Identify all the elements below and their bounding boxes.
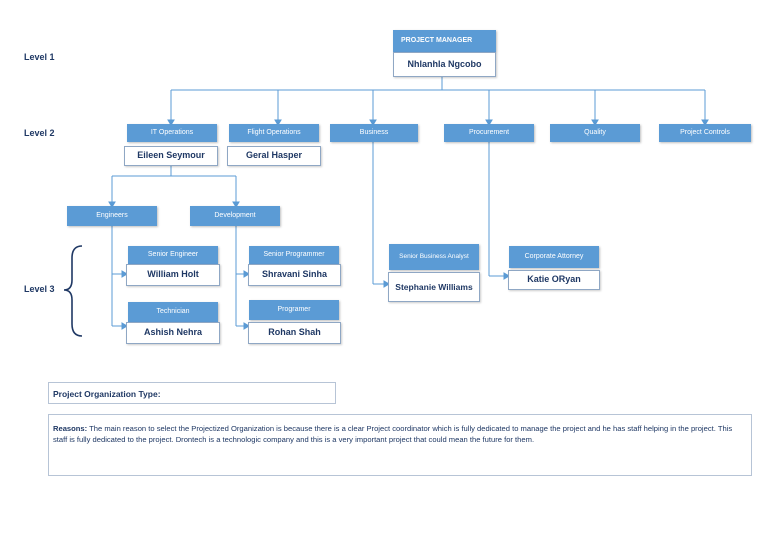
dept-flight-operations-title: Flight Operations [229,124,319,142]
dept-business-title: Business [330,124,418,142]
level-3-label: Level 3 [24,284,55,294]
role-senior-programmer-title: Senior Programmer [249,246,339,264]
dept-project-controls-title: Project Controls [659,124,751,142]
reasons-label: Reasons: [53,424,88,433]
level-2-label: Level 2 [24,128,55,138]
reasons-box: Reasons: The main reason to select the P… [48,414,752,476]
level-1-label: Level 1 [24,52,55,62]
group-development-title: Development [190,206,280,226]
role-corporate-attorney-title: Corporate Attorney [509,246,599,268]
role-programmer-name: Rohan Shah [248,322,341,344]
role-senior-business-analyst-title: Senior Business Analyst [389,244,479,270]
role-technician-title: Technician [128,302,218,322]
role-senior-engineer-name: William Holt [126,264,220,286]
role-corporate-attorney-name: Katie ORyan [508,270,600,290]
reasons-text: The main reason to select the Projectize… [53,424,733,444]
role-programmer-title: Programer [249,300,339,320]
organization-type-field: Project Organization Type: [48,382,336,404]
group-engineers-title: Engineers [67,206,157,226]
project-manager-title: PROJECT MANAGER [393,30,496,52]
role-senior-engineer-title: Senior Engineer [128,246,218,264]
role-technician-name: Ashish Nehra [126,322,220,344]
organization-type-label: Project Organization Type: [53,389,161,399]
dept-it-operations-title: IT Operations [127,124,217,142]
role-senior-business-analyst-name: Stephanie Williams [388,272,480,302]
role-senior-programmer-name: Shravani Sinha [248,264,341,286]
project-manager-name: Nhlanhla Ngcobo [393,52,496,77]
dept-quality-title: Quality [550,124,640,142]
dept-procurement-title: Procurement [444,124,534,142]
dept-it-operations-head: Eileen Seymour [124,146,218,166]
dept-flight-operations-head: Geral Hasper [227,146,321,166]
